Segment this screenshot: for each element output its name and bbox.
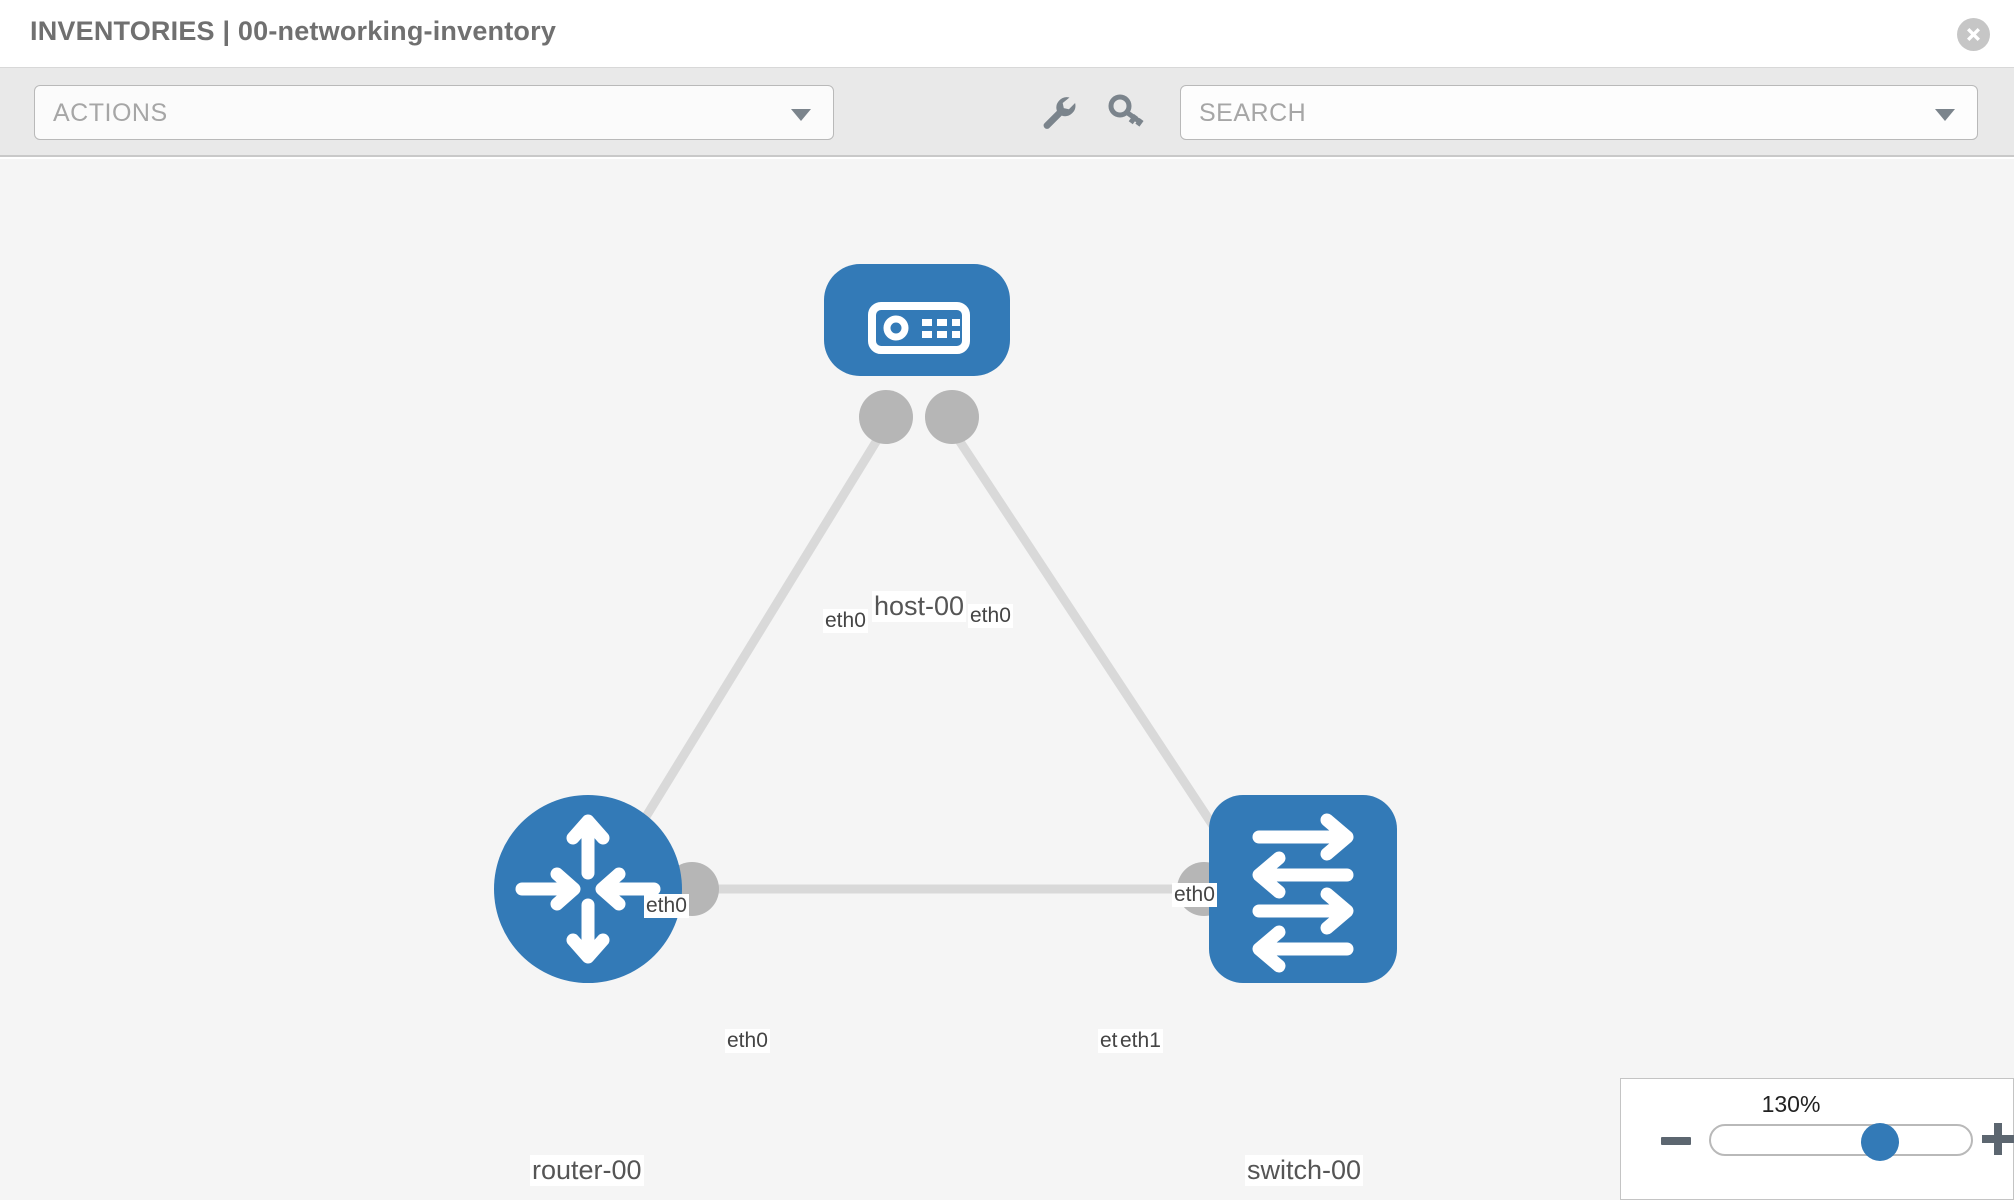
node-router-00[interactable]	[494, 795, 682, 983]
page-title: INVENTORIES | 00-networking-inventory	[30, 16, 557, 46]
server-icon	[868, 302, 970, 354]
iface-label-switch-left: eth1	[1118, 1029, 1163, 1053]
zoom-control-panel: 130%	[1620, 1078, 2014, 1200]
node-host-00[interactable]	[824, 264, 1010, 376]
switch-arrows-icon	[1252, 813, 1354, 973]
port-host-left[interactable]	[859, 390, 913, 444]
wrench-icon[interactable]	[1036, 90, 1080, 134]
toolbar: ACTIONS SEARCH	[0, 68, 2014, 157]
close-icon[interactable]	[1957, 18, 1990, 51]
router-arrows-icon	[515, 814, 661, 964]
actions-dropdown-label: ACTIONS	[53, 99, 168, 127]
search-placeholder: SEARCH	[1199, 99, 1307, 127]
page-header: INVENTORIES | 00-networking-inventory	[0, 0, 2014, 68]
zoom-slider-track[interactable]	[1709, 1124, 1973, 1156]
node-label-switch-00: switch-00	[1245, 1155, 1364, 1186]
iface-label-host-right: eth0	[968, 604, 1013, 628]
actions-dropdown[interactable]: ACTIONS	[34, 85, 834, 140]
plus-icon[interactable]	[1982, 1123, 2014, 1155]
zoom-slider-thumb[interactable]	[1861, 1123, 1899, 1161]
minus-icon[interactable]	[1661, 1137, 1691, 1145]
topology-canvas[interactable]: host-00 router-00 switch-00 eth0 eth0 et…	[0, 159, 2014, 1200]
link-host-router[interactable]	[616, 416, 894, 862]
port-host-right[interactable]	[925, 390, 979, 444]
topology-graph	[494, 264, 1397, 983]
node-label-router-00: router-00	[530, 1155, 644, 1186]
zoom-level-value: 130%	[1761, 1091, 1821, 1117]
key-icon[interactable]	[1104, 90, 1148, 134]
link-host-switch[interactable]	[941, 416, 1239, 862]
search-input[interactable]: SEARCH	[1180, 85, 1978, 140]
node-switch-00[interactable]	[1209, 795, 1397, 983]
chevron-down-icon	[791, 109, 811, 121]
iface-label-router-up: eth0	[644, 894, 689, 918]
node-label-host-00: host-00	[872, 591, 967, 622]
chevron-down-icon[interactable]	[1935, 109, 1955, 121]
iface-label-router-right: eth0	[725, 1029, 770, 1053]
iface-label-switch-up: eth0	[1172, 883, 1217, 907]
iface-label-host-left: eth0	[823, 609, 868, 633]
